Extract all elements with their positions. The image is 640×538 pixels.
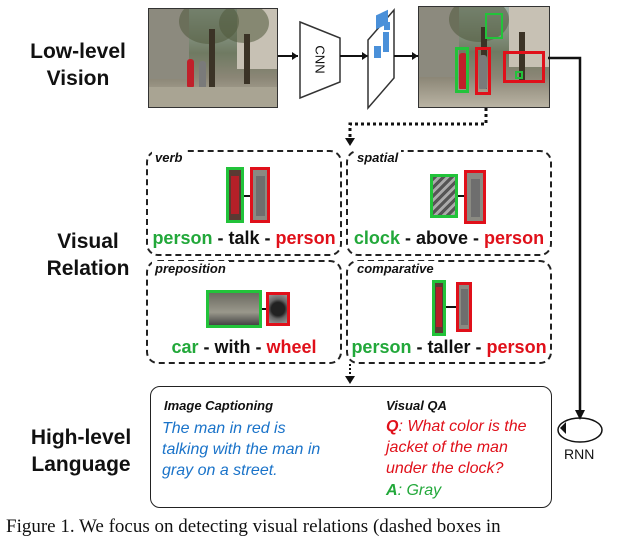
cnn-block: [299, 20, 341, 100]
triple-comparative-object: person: [486, 337, 547, 357]
triple-comparative-subject: person: [351, 337, 412, 357]
triple-preposition-subject: car: [171, 337, 199, 357]
triple-verb-subject: person: [152, 228, 213, 248]
level-label-low-vision: Low-level Vision: [30, 40, 126, 90]
category-preposition: preposition: [152, 261, 229, 276]
vqa-question: Q: What color is the jacket of the man u…: [386, 418, 527, 477]
vqa-title: Visual QA: [386, 398, 447, 413]
triple-preposition: car - with - wheel: [171, 337, 317, 357]
rnn-loop: [557, 417, 603, 443]
verb-subject-crop: [226, 167, 244, 223]
relation-box-preposition: [146, 260, 342, 364]
rnn-label: RNN: [564, 446, 595, 462]
triple-spatial: clock - above - person: [353, 228, 545, 248]
detection-person-box-green: [455, 47, 469, 93]
vqa-answer: A: Gray: [386, 482, 442, 499]
cnn-feature-extraction: [278, 7, 418, 111]
spatial-object-crop: [464, 170, 486, 224]
detection-car-box: [503, 51, 545, 83]
category-comparative: comparative: [354, 261, 437, 276]
triple-verb-object: person: [275, 228, 336, 248]
spatial-subject-crop: [430, 174, 458, 218]
detection-wheel-box: [515, 71, 523, 79]
triple-preposition-object: wheel: [266, 337, 317, 357]
verb-object-crop: [250, 167, 270, 223]
comparative-object-crop: [456, 282, 472, 332]
triple-spatial-predicate: above: [415, 228, 469, 248]
input-street-photo: [148, 8, 278, 108]
relation-box-spatial: [346, 150, 552, 256]
triple-comparative: person - taller - person: [351, 337, 547, 357]
category-spatial: spatial: [354, 150, 402, 165]
language-panel: [150, 386, 552, 508]
level-label-high-language: High-level Language: [30, 426, 132, 476]
detection-clock-box: [485, 13, 503, 39]
triple-preposition-predicate: with: [214, 337, 251, 357]
relation-box-comparative: [346, 260, 552, 364]
triple-verb-predicate: talk: [228, 228, 260, 248]
caption-text: The man in red is talking with the man i…: [162, 420, 321, 479]
relation-box-verb: [146, 150, 342, 256]
figure-caption: Figure 1. We focus on detecting visual r…: [6, 516, 501, 537]
captioning-title: Image Captioning: [164, 398, 274, 413]
level-label-visual-relation: Visual Relation: [46, 230, 130, 280]
category-verb: verb: [152, 150, 186, 165]
comparative-subject-crop: [432, 280, 446, 336]
triple-verb: person - talk - person: [152, 228, 336, 248]
preposition-object-crop: [266, 292, 290, 326]
detection-person-box-red: [475, 47, 491, 95]
triple-comparative-predicate: taller: [427, 337, 471, 357]
triple-spatial-object: person: [484, 228, 545, 248]
preposition-subject-crop: [206, 290, 262, 328]
triple-spatial-subject: clock: [353, 228, 400, 248]
